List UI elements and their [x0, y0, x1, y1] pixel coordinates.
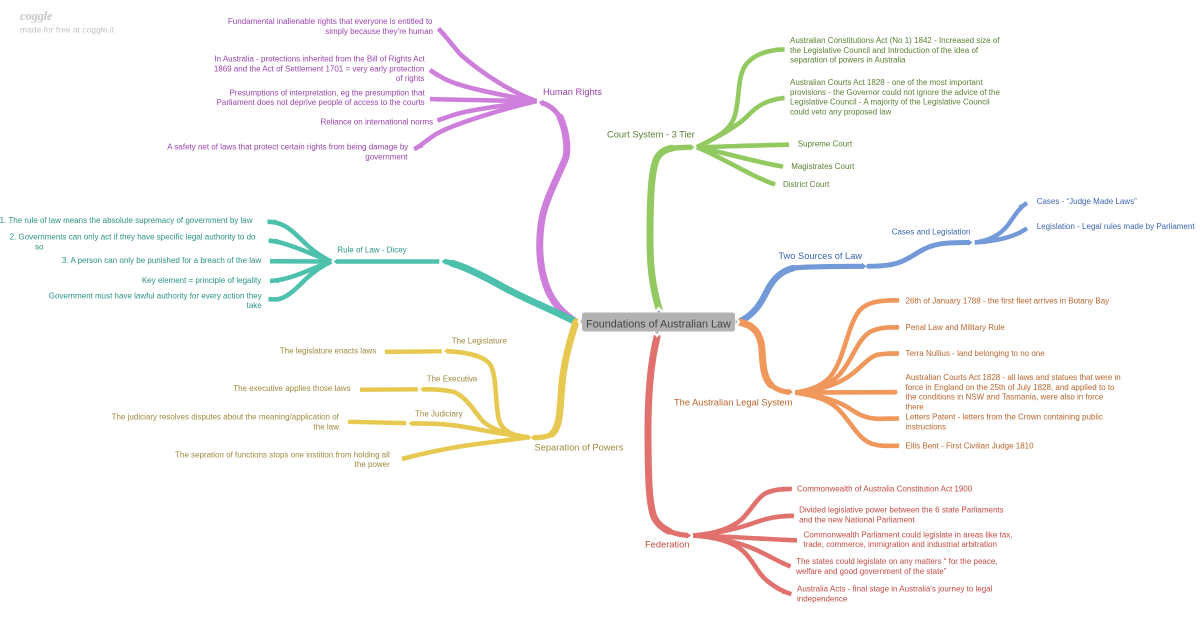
svg-text:Government must have lawful au: Government must have lawful authority fo… [49, 291, 262, 300]
svg-text:could veto any proposed law: could veto any proposed law [790, 107, 892, 116]
svg-text:Legislative Council - A majori: Legislative Council - A majority of the … [790, 98, 990, 107]
svg-text:2. Governments can only act i: 2. Governments can only act if they have… [10, 233, 256, 242]
svg-text:Australian Constitutions Act (: Australian Constitutions Act (No 1) 1842… [790, 36, 1000, 45]
svg-text:Commonwealth of Australia Cons: Commonwealth of Australia Constitution A… [797, 484, 973, 493]
svg-text:Foundations of Australian Law: Foundations of Australian Law [586, 319, 731, 331]
svg-text:Court System - 3 Tier: Court System - 3 Tier [607, 129, 695, 139]
svg-text:The Legislature: The Legislature [452, 337, 508, 346]
svg-text:1. The rule of law means the: 1. The rule of law means the absolute su… [0, 216, 253, 225]
svg-text:A safety net of laws that prot: A safety net of laws that protect certai… [167, 143, 408, 152]
svg-text:26th of January 1788 - the fir: 26th of January 1788 - the first fleet a… [906, 296, 1110, 305]
svg-text:The Australian Legal System: The Australian Legal System [674, 398, 793, 408]
svg-text:In Australia - protections inh: In Australia - protections inherited fro… [214, 55, 425, 64]
svg-text:government: government [365, 152, 408, 161]
svg-text:Terra Nullius - land belonging: Terra Nullius - land belonging to no one [906, 349, 1046, 358]
svg-text:The judiciary resolves dispute: The judiciary resolves disputes about th… [112, 413, 340, 422]
svg-text:Divided legislative power betw: Divided legislative power between the 6 … [799, 506, 1004, 515]
svg-text:Human Rights: Human Rights [543, 87, 602, 97]
svg-text:Reliance on international norm: Reliance on international norms [320, 117, 433, 126]
svg-text:Australia Acts - final stage i: Australia Acts - final stage in Australi… [797, 585, 993, 594]
svg-text:take: take [247, 301, 263, 310]
svg-text:Cases - “Judge Made Laws”: Cases - “Judge Made Laws” [1037, 197, 1137, 206]
svg-text:Penal Law and Military Rule: Penal Law and Military Rule [906, 323, 1006, 332]
svg-text:Ellis Bent - First Civilian Ju: Ellis Bent - First Civilian Judge 1810 [906, 442, 1035, 451]
svg-text:Key element = principle of leg: Key element = principle of legality [142, 276, 261, 285]
svg-text:there: there [906, 402, 925, 411]
svg-text:1869 and the Act of Settlement: 1869 and the Act of Settlement 1701 = ve… [214, 64, 425, 73]
svg-text:Letters Patent - letters from: Letters Patent - letters from the Crown … [906, 413, 1103, 422]
svg-text:Legislation - Legal rules made: Legislation - Legal rules made by Parlia… [1037, 222, 1196, 231]
svg-text:independence: independence [797, 594, 848, 603]
svg-text:provisions - the Governor coul: provisions - the Governor could not igno… [790, 88, 1000, 97]
svg-text:the Legislative Council and In: the Legislative Council and Introduction… [790, 46, 979, 55]
svg-text:Supreme Court: Supreme Court [798, 140, 853, 149]
svg-text:simply because they're human: simply because they're human [325, 27, 433, 36]
svg-text:Commonwealth Parliament could: Commonwealth Parliament could legislate … [804, 530, 1013, 539]
svg-text:separation of powers in Austra: separation of powers in Australia [790, 56, 906, 65]
svg-text:Federation: Federation [645, 539, 689, 549]
svg-text:3. A person can only be punis: 3. A person can only be punished for a b… [62, 256, 261, 265]
svg-text:Two Sources of Law: Two Sources of Law [778, 251, 862, 261]
svg-text:The executive applies those la: The executive applies those laws [233, 384, 350, 393]
svg-text:The states could legislate on: The states could legislate on any matter… [796, 557, 997, 566]
svg-text:District Court: District Court [783, 180, 830, 189]
svg-text:Cases and Legislation: Cases and Legislation [892, 228, 971, 237]
svg-text:made for free at coggle.it: made for free at coggle.it [20, 25, 115, 35]
svg-text:Parliament does not deprive pe: Parliament does not deprive people of ac… [217, 98, 425, 107]
svg-text:the conditions in NSW and Tasm: the conditions in NSW and Tasmania, were… [906, 393, 1104, 402]
svg-text:so: so [35, 242, 44, 251]
svg-text:Rule of Law - Dicey: Rule of Law - Dicey [337, 246, 406, 255]
svg-text:force in England on the 25th o: force in England on the 25th of July 182… [906, 383, 1116, 392]
svg-text:The legislature enacts laws: The legislature enacts laws [280, 346, 377, 355]
svg-text:coggle: coggle [20, 8, 53, 23]
svg-text:of rights: of rights [396, 74, 424, 83]
svg-text:welfare and good government of: welfare and good government of the state… [795, 567, 947, 576]
svg-text:and the new National Parliamen: and the new National Parliament [799, 516, 915, 525]
svg-text:The Judiciary: The Judiciary [415, 409, 463, 418]
svg-text:Australian Courts Act 1828 - a: Australian Courts Act 1828 - all laws an… [906, 373, 1121, 382]
svg-text:Fundamental inalienable rights: Fundamental inalienable rights that ever… [228, 17, 433, 26]
svg-text:The Executive: The Executive [427, 374, 478, 383]
svg-text:instructions: instructions [906, 422, 946, 431]
svg-text:the law: the law [314, 422, 340, 431]
svg-text:the power: the power [355, 460, 390, 469]
svg-text:Separation of Powers: Separation of Powers [535, 443, 624, 453]
svg-text:Australian Courts Act 1828 - o: Australian Courts Act 1828 - one of the … [790, 78, 983, 87]
svg-text:trade, commerce, immigration a: trade, commerce, immigration and industr… [804, 540, 997, 549]
svg-text:Magistrates Court: Magistrates Court [791, 162, 855, 171]
svg-text:The sepration of functions sto: The sepration of functions stops one ins… [175, 450, 390, 459]
svg-text:Presumptions of interpretation: Presumptions of interpretation, eg the p… [229, 88, 425, 97]
